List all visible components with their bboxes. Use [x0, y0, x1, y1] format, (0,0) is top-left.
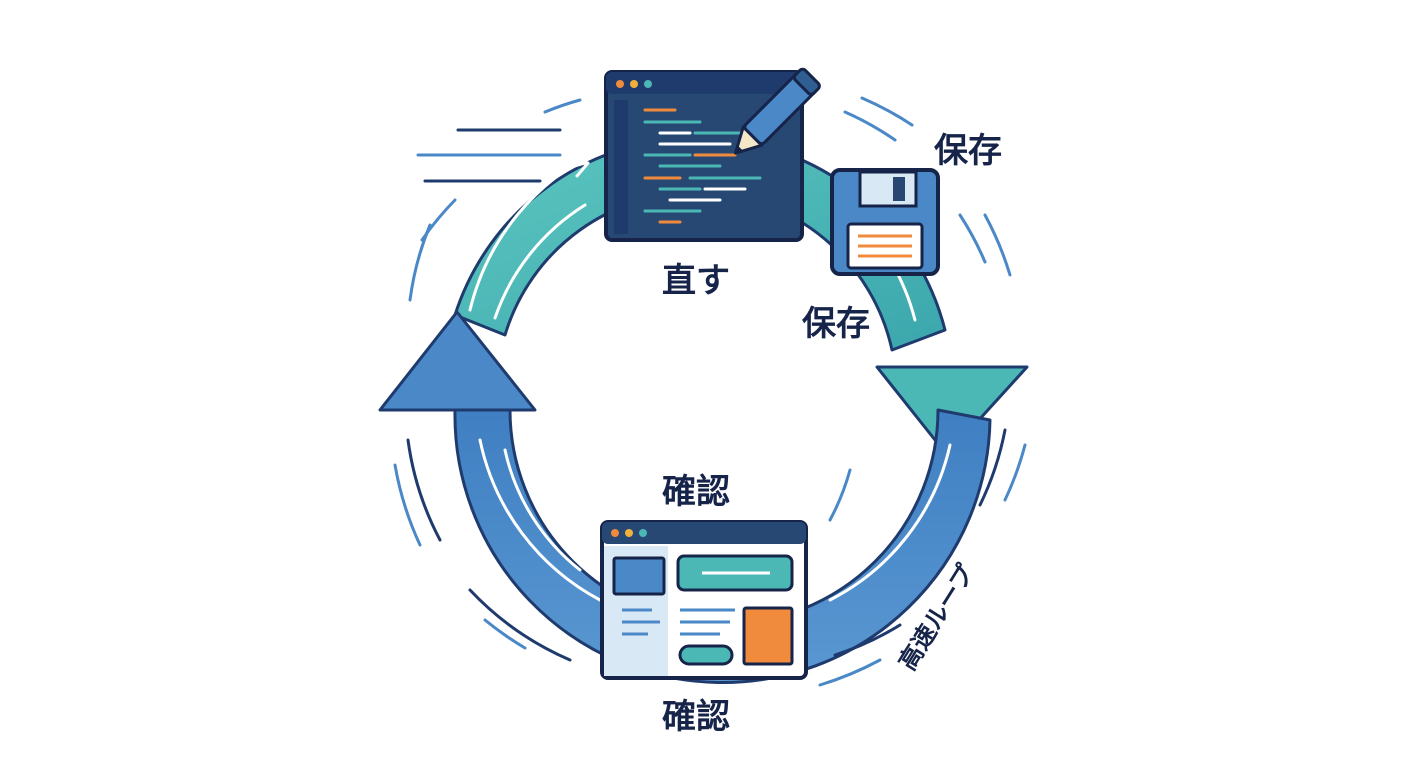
motion-lines-top-left [416, 128, 562, 183]
label-check-mid: 確認 [662, 472, 730, 512]
band-small-arrow [528, 156, 590, 197]
label-fix: 直す [662, 261, 730, 301]
browser-preview-window-icon [600, 520, 808, 680]
label-save-mid: 保存 [802, 304, 870, 344]
code-editor-window-icon [604, 70, 804, 242]
outer-motion-arcs [393, 96, 1027, 687]
label-check-bottom: 確認 [662, 697, 730, 737]
pencil-icon [733, 67, 821, 155]
band-highlights [468, 148, 952, 602]
label-save-top: 保存 [934, 131, 1002, 171]
floppy-disk-icon [830, 168, 940, 276]
blue-arrow-head [378, 310, 537, 412]
teal-arrow-head [875, 365, 1029, 457]
